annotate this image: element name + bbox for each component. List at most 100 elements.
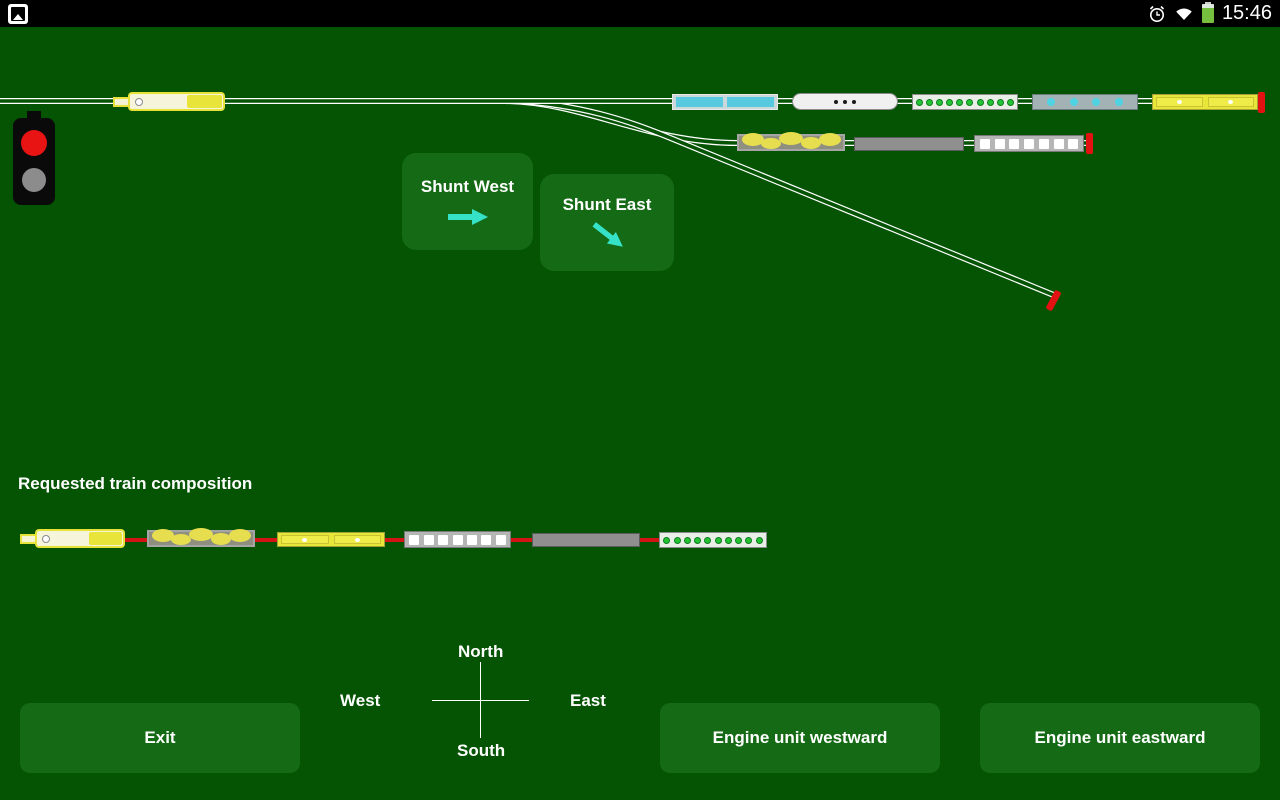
status-bar: 15:46	[0, 0, 1280, 27]
buffer-stop	[1045, 289, 1062, 312]
green-dot	[956, 98, 964, 106]
engine-unit-eastward-button[interactable]: Engine unit eastward	[980, 703, 1260, 773]
green-dot	[694, 536, 702, 544]
engine-body	[128, 92, 225, 111]
coal-load	[801, 137, 821, 149]
train-car-coal	[147, 528, 255, 547]
green-dot	[936, 98, 944, 106]
window-square	[481, 534, 492, 545]
yellow-panel	[1207, 97, 1254, 107]
alarm-icon	[1149, 5, 1165, 22]
composition-coupling-rail	[21, 538, 766, 542]
train-car-flat	[532, 533, 640, 547]
panel-dot	[1228, 100, 1234, 104]
cyan-dot	[1092, 98, 1101, 106]
green-dot	[755, 536, 763, 544]
train-car-engine	[113, 92, 225, 111]
yellow-panel	[281, 535, 329, 544]
green-dot	[683, 536, 691, 544]
shunt-east-label: Shunt East	[562, 195, 652, 214]
exit-button[interactable]: Exit	[20, 703, 300, 773]
coal-load	[152, 529, 174, 542]
train-car-tanker	[792, 93, 898, 110]
engine-nose	[113, 96, 128, 107]
window-square	[438, 534, 449, 545]
engine-unit-westward-button[interactable]: Engine unit westward	[660, 703, 940, 773]
train-car-green_dots	[912, 94, 1018, 110]
window-square	[1009, 138, 1020, 149]
window-square	[409, 534, 420, 545]
window-square	[1024, 138, 1034, 149]
composition-title: Requested train composition	[18, 474, 253, 493]
tanker-dot	[843, 99, 847, 104]
window-square	[452, 534, 463, 545]
shunt-east-button[interactable]: Shunt East	[540, 174, 674, 271]
green-dot	[663, 536, 671, 544]
yellow-panel	[1156, 97, 1203, 107]
status-bar-right: 15:46	[1148, 0, 1272, 27]
green-dot	[996, 98, 1004, 106]
coal-load	[229, 529, 251, 542]
green-dot	[745, 536, 753, 544]
panel-dot	[1176, 100, 1182, 104]
green-dot	[916, 98, 924, 106]
status-bar-left	[8, 3, 28, 24]
train-car-yellow_panels	[1152, 94, 1258, 110]
train-car-flat	[854, 137, 964, 151]
shunt-west-arrow-icon	[447, 208, 488, 225]
coal-load	[819, 133, 841, 146]
coal-load	[761, 138, 781, 149]
train-car-cyan_dots	[1032, 94, 1138, 110]
gallery-notification-icon[interactable]	[8, 3, 28, 24]
green-dot	[976, 98, 984, 106]
green-dot	[704, 536, 712, 544]
window-square	[423, 534, 434, 545]
engine-nose	[20, 533, 35, 544]
tanker-dot	[852, 99, 856, 104]
window-square	[1038, 138, 1049, 149]
window-square	[1068, 138, 1079, 149]
engine-body	[35, 529, 125, 548]
car-window	[727, 97, 774, 107]
compass-south-label: South	[457, 741, 506, 760]
shunt-west-button[interactable]: Shunt West	[402, 153, 533, 250]
coal-load	[779, 132, 803, 145]
shunt-signal[interactable]	[13, 111, 55, 205]
green-dot	[735, 536, 743, 544]
green-dot	[946, 98, 954, 106]
signal-off-lamp	[22, 168, 46, 192]
compass-east-label: East	[570, 691, 606, 710]
window-square	[495, 534, 506, 545]
coal-load	[171, 534, 191, 545]
train-car-cyan_windows	[672, 94, 778, 110]
compass-west-label: West	[340, 691, 381, 710]
green-dot	[966, 98, 974, 106]
train-car-white_squares	[404, 531, 511, 548]
train-car-green_dots	[659, 532, 767, 548]
window-square	[979, 138, 990, 149]
compass-horizontal-line	[432, 700, 529, 701]
engine-cab	[186, 95, 222, 108]
shunt-west-label: Shunt West	[420, 176, 515, 196]
compass-north-label: North	[458, 642, 504, 661]
buffer-stop	[1258, 92, 1265, 113]
green-dot	[673, 536, 681, 544]
signal-red-lamp	[21, 130, 47, 156]
yellow-panel	[333, 535, 381, 544]
cyan-dot	[1047, 98, 1056, 106]
window-square	[994, 138, 1005, 149]
battery-icon	[1201, 2, 1214, 23]
coal-load	[742, 133, 764, 146]
green-dot	[714, 536, 722, 544]
shunt-east-arrow-icon	[584, 215, 631, 259]
green-dot	[724, 536, 732, 544]
engine-porthole	[42, 534, 50, 543]
train-car-white_squares	[974, 135, 1084, 152]
car-window	[676, 97, 723, 107]
coal-load	[189, 528, 213, 541]
green-dot	[926, 98, 934, 106]
coal-load	[211, 533, 231, 545]
panel-dot	[302, 537, 308, 542]
